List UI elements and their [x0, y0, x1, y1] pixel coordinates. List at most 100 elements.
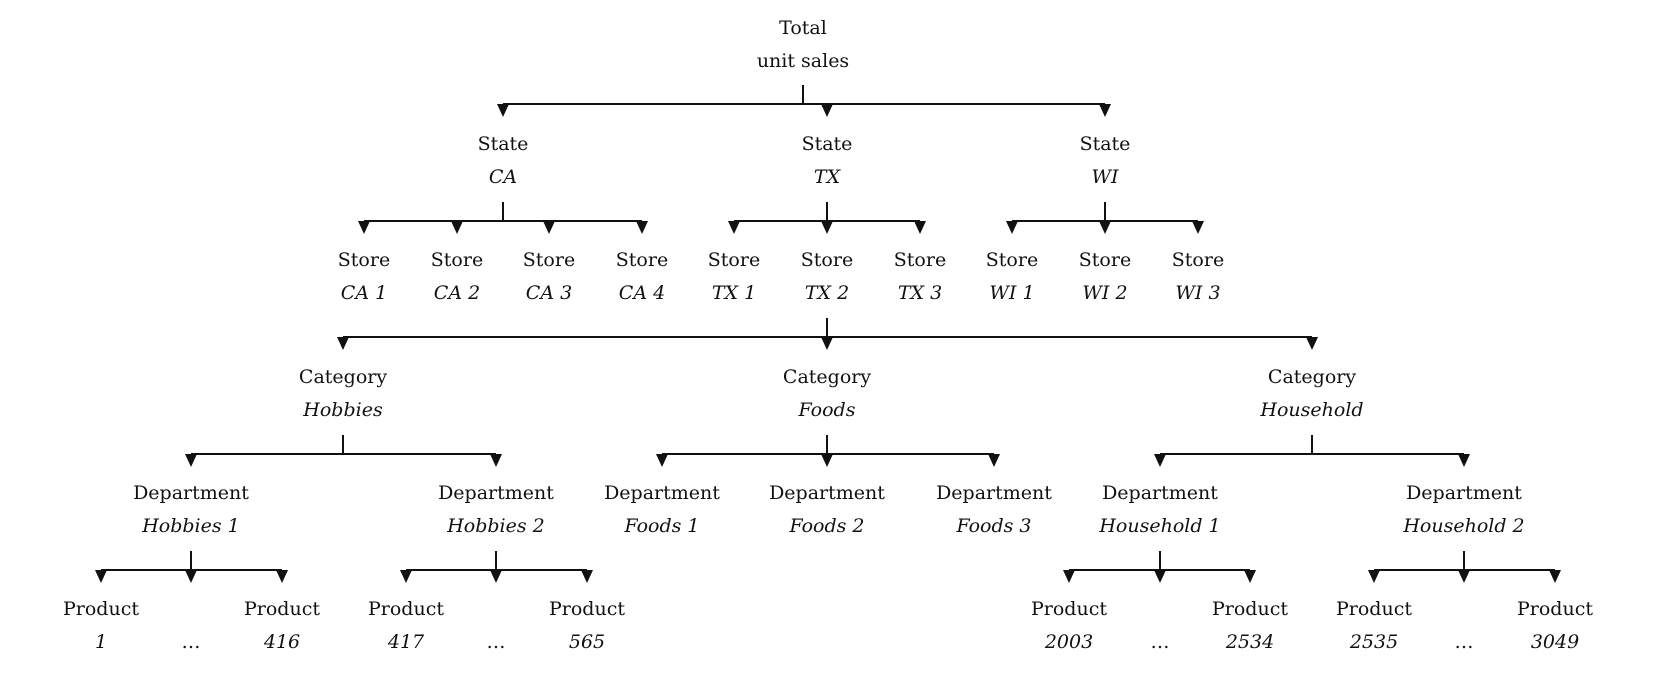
node-store-wi2: Store WI 2 [1079, 249, 1131, 304]
node-type-label: Store [523, 249, 575, 271]
node-value-label: CA 1 [341, 282, 387, 304]
arrowhead [914, 221, 926, 234]
connectors [95, 85, 1561, 583]
node-value-label: CA 2 [434, 282, 480, 304]
node-value-label: WI [1091, 166, 1119, 188]
node-type-label: Total [779, 17, 827, 39]
arrowhead [1006, 221, 1018, 234]
node-type-label: Department [936, 482, 1052, 504]
node-department-foods-3: Department Foods 3 [936, 482, 1052, 537]
node-store-ca3: Store CA 3 [523, 249, 575, 304]
arrowhead [1099, 221, 1111, 234]
arrowhead [400, 570, 412, 583]
node-value-label: 565 [569, 631, 605, 653]
arrowhead [1063, 570, 1075, 583]
node-value-label: Hobbies 1 [141, 515, 240, 537]
node-type-label: Category [783, 366, 871, 388]
node-value-label: CA [489, 166, 517, 188]
node-value-label: Foods [798, 399, 856, 421]
node-value-label: 3049 [1531, 631, 1579, 653]
arrowhead [1368, 570, 1380, 583]
node-type-label: Product [368, 598, 444, 620]
arrowhead [1099, 104, 1111, 117]
node-value-label: 2003 [1044, 631, 1093, 653]
node-type-label: Store [616, 249, 668, 271]
node-value-label: WI 3 [1175, 282, 1220, 304]
arrowhead [358, 221, 370, 234]
node-type-label: Product [1336, 598, 1412, 620]
node-value-label: 416 [263, 631, 300, 653]
node-type-label: Department [1102, 482, 1218, 504]
node-type-label: State [1080, 133, 1131, 155]
node-value-label: Foods 3 [955, 515, 1031, 537]
node-store-tx2: Store TX 2 [801, 249, 853, 304]
node-type-label: Department [438, 482, 554, 504]
node-type-label: Product [63, 598, 139, 620]
node-value-label: 1 [95, 631, 107, 653]
arrowhead [95, 570, 107, 583]
node-type-label: Category [299, 366, 387, 388]
arrowhead [1549, 570, 1561, 583]
node-value-label: Hobbies [302, 399, 383, 421]
node-department-household-2: Department Household 2 [1402, 482, 1524, 537]
node-store-ca4: Store CA 4 [616, 249, 668, 304]
node-type-label: Store [1172, 249, 1224, 271]
node-value-label: Foods 2 [788, 515, 864, 537]
arrowhead [276, 570, 288, 583]
node-type-label: Department [604, 482, 720, 504]
node-store-ca1: Store CA 1 [338, 249, 390, 304]
node-value-label: unit sales [757, 50, 849, 72]
node-value-label: TX 3 [898, 282, 942, 304]
node-store-tx1: Store TX 1 [708, 249, 760, 304]
node-value-label: Household 1 [1098, 515, 1220, 537]
node-department-hobbies-2: Department Hobbies 2 [438, 482, 554, 537]
node-value-label: WI 1 [989, 282, 1034, 304]
ellipsis: … [487, 631, 506, 653]
node-value-label: WI 2 [1082, 282, 1127, 304]
node-state-tx: State TX [802, 133, 853, 188]
node-state-wi: State WI [1080, 133, 1131, 188]
arrowhead [185, 570, 197, 583]
node-type-label: Category [1268, 366, 1356, 388]
node-category-household: Category Household [1259, 366, 1363, 421]
arrowhead [490, 570, 502, 583]
arrowhead [1306, 337, 1318, 350]
arrowhead [728, 221, 740, 234]
arrowhead [636, 221, 648, 234]
ellipsis: … [1151, 631, 1170, 653]
node-store-ca2: Store CA 2 [431, 249, 483, 304]
node-type-label: Store [1079, 249, 1131, 271]
node-type-label: Product [1031, 598, 1107, 620]
node-value-label: TX [814, 166, 842, 188]
node-type-label: State [478, 133, 529, 155]
node-type-label: Department [769, 482, 885, 504]
node-type-label: Store [708, 249, 760, 271]
arrowhead [1244, 570, 1256, 583]
node-department-hobbies-1: Department Hobbies 1 [133, 482, 249, 537]
node-store-wi3: Store WI 3 [1172, 249, 1224, 304]
node-type-label: Product [1517, 598, 1593, 620]
node-value-label: TX 2 [805, 282, 849, 304]
node-value-label: Foods 1 [623, 515, 699, 537]
ellipsis: … [1455, 631, 1474, 653]
arrowhead [581, 570, 593, 583]
node-value-label: TX 1 [712, 282, 756, 304]
product-group-household-1: Product 2003 … Product 2534 [1031, 598, 1288, 653]
node-category-hobbies: Category Hobbies [299, 366, 387, 421]
node-type-label: Product [244, 598, 320, 620]
node-value-label: CA 3 [526, 282, 572, 304]
node-value-label: 417 [387, 631, 425, 653]
node-type-label: Store [338, 249, 390, 271]
node-root: Total unit sales [757, 17, 849, 72]
node-type-label: Store [986, 249, 1038, 271]
node-department-foods-1: Department Foods 1 [604, 482, 720, 537]
node-department-household-1: Department Household 1 [1098, 482, 1220, 537]
node-state-ca: State CA [478, 133, 529, 188]
product-group-household-2: Product 2535 … Product 3049 [1336, 598, 1593, 653]
product-group-hobbies-1: Product 1 … Product 416 [63, 598, 320, 653]
node-department-foods-2: Department Foods 2 [769, 482, 885, 537]
node-type-label: Store [894, 249, 946, 271]
arrowhead [497, 104, 509, 117]
arrowhead [337, 337, 349, 350]
node-category-foods: Category Foods [783, 366, 871, 421]
